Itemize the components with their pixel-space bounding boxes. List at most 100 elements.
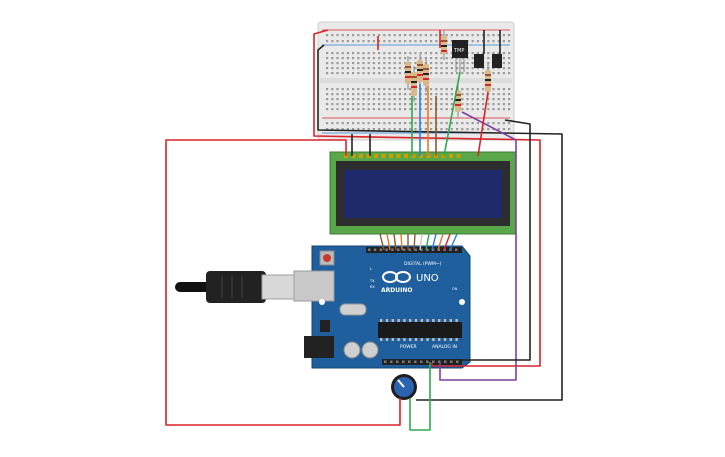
breadboard-hole xyxy=(346,128,349,131)
breadboard-hole xyxy=(352,88,355,91)
potentiometer[interactable] xyxy=(391,374,417,400)
resistor-band xyxy=(423,78,429,80)
breadboard-hole xyxy=(445,122,448,125)
atmega-chip xyxy=(378,322,462,338)
breadboard-hole xyxy=(440,72,443,75)
breadboard-hole xyxy=(471,108,474,111)
breadboard-hole xyxy=(430,52,433,55)
breadboard-hole xyxy=(508,62,511,65)
breadboard-hole xyxy=(450,122,453,125)
push-button-2[interactable] xyxy=(492,54,502,68)
breadboard-hole xyxy=(398,67,401,70)
breadboard-hole xyxy=(456,34,459,37)
resistor-band xyxy=(405,66,411,68)
resistor-band xyxy=(411,81,417,83)
resistor-band xyxy=(485,84,491,86)
breadboard-hole xyxy=(482,72,485,75)
chip-pin xyxy=(397,338,400,341)
breadboard-hole xyxy=(482,34,485,37)
breadboard-hole xyxy=(331,122,334,125)
l-label: L xyxy=(370,267,372,271)
usb-cable[interactable] xyxy=(175,271,295,303)
resistor-band xyxy=(455,99,461,101)
breadboard-hole xyxy=(435,57,438,60)
breadboard-hole xyxy=(393,52,396,55)
wire-lcd-to-arduino xyxy=(425,233,430,251)
breadboard-hole xyxy=(445,108,448,111)
lcd-screen xyxy=(344,170,502,218)
arduino-board[interactable]: ARDUINO UNO DIGITAL (PWM~) POWER ANALOG … xyxy=(293,245,471,369)
digital-pin xyxy=(420,248,423,251)
breadboard-hole xyxy=(476,67,479,70)
temperature-sensor[interactable]: TMP xyxy=(452,40,468,72)
breadboard-hole xyxy=(362,57,365,60)
breadboard-hole xyxy=(497,98,500,101)
breadboard-hole xyxy=(372,122,375,125)
breadboard-hole xyxy=(404,103,407,106)
breadboard-hole xyxy=(456,67,459,70)
breadboard-hole xyxy=(388,122,391,125)
reset-button-cap xyxy=(323,254,331,262)
breadboard-hole xyxy=(461,34,464,37)
wire-red-sensor xyxy=(477,91,489,157)
breadboard-hole xyxy=(404,98,407,101)
voltage-regulator xyxy=(320,320,330,332)
breadboard-hole xyxy=(409,88,412,91)
breadboard-hole xyxy=(466,98,469,101)
breadboard-hole xyxy=(450,52,453,55)
breadboard-hole xyxy=(487,98,490,101)
breadboard-hole xyxy=(440,128,443,131)
breadboard-hole xyxy=(471,34,474,37)
breadboard-hole xyxy=(497,103,500,106)
breadboard-hole xyxy=(367,108,370,111)
wire-lcd-to-arduino xyxy=(419,233,423,251)
breadboard-hole xyxy=(471,103,474,106)
chip-pin xyxy=(420,338,423,341)
chip-pin xyxy=(380,319,383,322)
breadboard-hole xyxy=(398,88,401,91)
breadboard-hole xyxy=(409,52,412,55)
digital-pin xyxy=(426,248,429,251)
breadboard-hole xyxy=(346,72,349,75)
lcd-module[interactable] xyxy=(329,151,517,235)
push-button-1[interactable] xyxy=(474,54,484,68)
breadboard-hole xyxy=(424,122,427,125)
logo-loop-right xyxy=(395,271,411,283)
breadboard-hole xyxy=(362,52,365,55)
breadboard-hole xyxy=(466,122,469,125)
breadboard-hole xyxy=(508,57,511,60)
breadboard-hole xyxy=(326,108,329,111)
breadboard-hole xyxy=(336,62,339,65)
breadboard-hole xyxy=(331,128,334,131)
breadboard-hole xyxy=(445,93,448,96)
breadboard-hole xyxy=(492,98,495,101)
breadboard-hole xyxy=(435,88,438,91)
breadboard-hole xyxy=(440,67,443,70)
breadboard-hole xyxy=(502,57,505,60)
wire-lcd-to-arduino xyxy=(393,233,397,251)
breadboard-hole xyxy=(430,88,433,91)
breadboard-hole xyxy=(357,128,360,131)
breadboard-hole xyxy=(430,122,433,125)
wire-green-sensor xyxy=(443,71,461,157)
breadboard-hole xyxy=(508,34,511,37)
breadboard-hole xyxy=(398,98,401,101)
breadboard-hole xyxy=(476,128,479,131)
breadboard-hole xyxy=(362,67,365,70)
breadboard-hole xyxy=(482,98,485,101)
breadboard-hole xyxy=(383,88,386,91)
breadboard-hole xyxy=(409,57,412,60)
breadboard-hole xyxy=(357,108,360,111)
breadboard-hole xyxy=(409,122,412,125)
breadboard-hole xyxy=(404,128,407,131)
wire-green-pot xyxy=(409,362,431,431)
breadboard-hole xyxy=(357,72,360,75)
breadboard-hole xyxy=(487,108,490,111)
board-logo-text: ARDUINO xyxy=(381,287,412,294)
breadboard-hole xyxy=(378,128,381,131)
chip-pin xyxy=(385,319,389,322)
breadboard-hole xyxy=(331,52,334,55)
wire-lcd-to-arduino xyxy=(413,233,416,251)
breadboard-hole xyxy=(357,52,360,55)
